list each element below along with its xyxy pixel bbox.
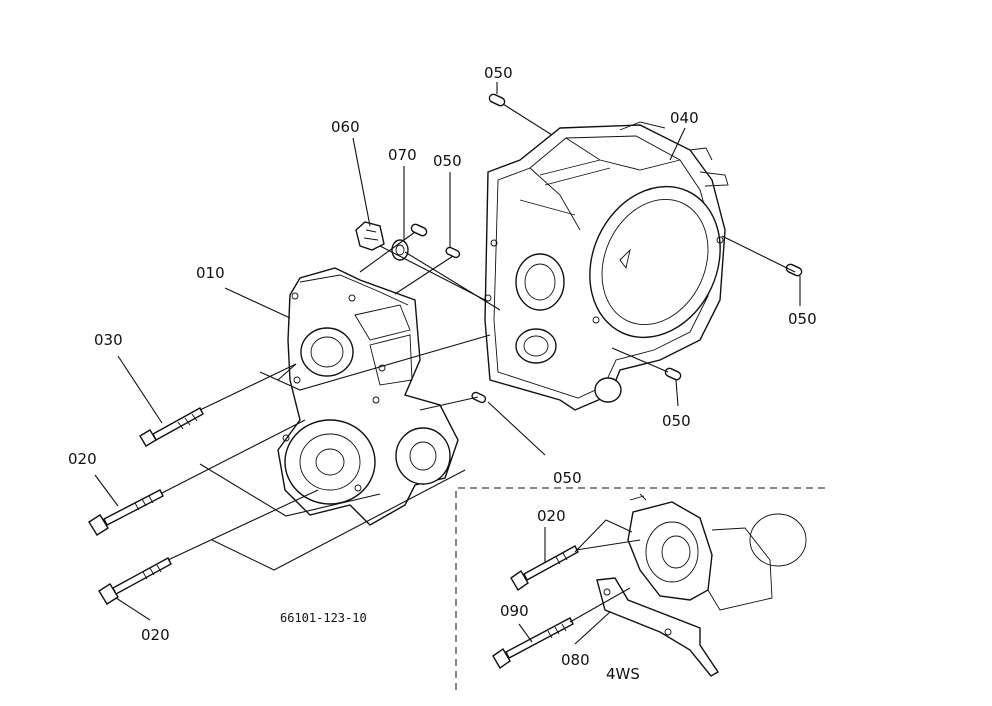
callout-050-mid: 050 xyxy=(433,152,462,170)
callout-090: 090 xyxy=(500,602,529,620)
callout-040: 040 xyxy=(670,109,699,127)
inset-bolt-090 xyxy=(492,617,574,670)
callout-050-lower-right: 050 xyxy=(662,412,691,430)
variant-label-4ws: 4WS xyxy=(606,665,640,683)
callout-010: 010 xyxy=(196,264,225,282)
assembly-lines xyxy=(94,82,801,621)
plug-060 xyxy=(355,221,385,251)
drawing-reference-number: 66101-123-10 xyxy=(280,611,367,625)
bolt-030 xyxy=(139,407,204,447)
inset-bracket-080 xyxy=(596,577,719,677)
transmission-case-040 xyxy=(484,121,729,411)
callout-050-right: 050 xyxy=(788,310,817,328)
dowel-pins-050 xyxy=(410,93,803,404)
callout-070: 070 xyxy=(388,146,417,164)
callout-labels: 050 040 060 070 050 010 030 050 050 050 … xyxy=(68,64,817,683)
callout-050-bottom: 050 xyxy=(553,469,582,487)
callout-020-bottom: 020 xyxy=(141,626,170,644)
inset-bolt-020 xyxy=(510,545,579,592)
gear-case-010 xyxy=(277,267,459,526)
callout-020-left: 020 xyxy=(68,450,97,468)
callout-080: 080 xyxy=(561,651,590,669)
callout-050-top: 050 xyxy=(484,64,513,82)
bolt-020-bottom xyxy=(98,557,172,605)
inset-4ws xyxy=(455,487,826,690)
callout-020-inset: 020 xyxy=(537,507,566,525)
bolt-020-left xyxy=(88,489,164,536)
callout-060: 060 xyxy=(331,118,360,136)
callout-030: 030 xyxy=(94,331,123,349)
inset-case xyxy=(627,493,807,611)
gasket-070 xyxy=(391,239,409,261)
